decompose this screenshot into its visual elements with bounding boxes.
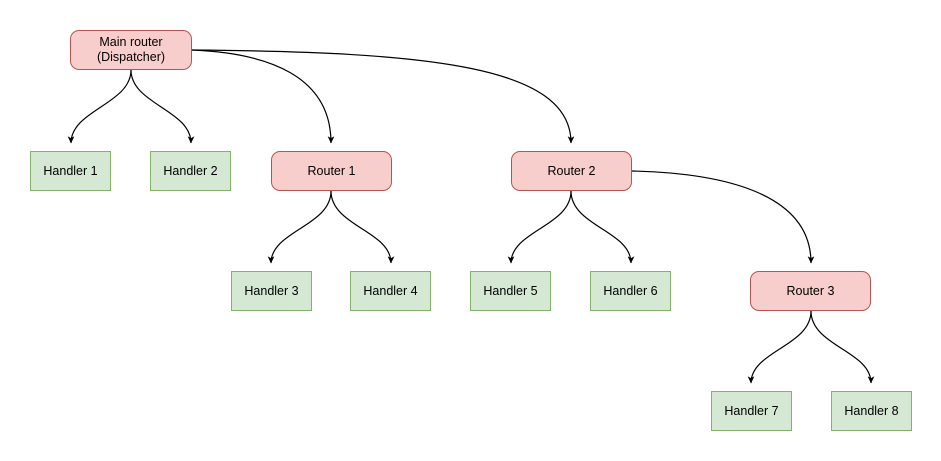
edge-main-router-to-handler-2 (130, 69, 195, 144)
edge-main-router-to-router-2 (191, 49, 575, 144)
edge-router-1-to-handler-3 (267, 190, 332, 264)
node-handler-3[interactable]: Handler 3 (231, 271, 312, 311)
node-main-router[interactable]: Main router (Dispatcher) (70, 30, 192, 70)
edge-router-2-to-router-3 (631, 170, 815, 264)
node-handler-2[interactable]: Handler 2 (150, 151, 231, 191)
node-router-2[interactable]: Router 2 (511, 151, 632, 191)
edge-router-1-to-handler-4 (330, 190, 395, 264)
edge-router-3-to-handler-8 (810, 310, 875, 384)
edge-main-router-to-handler-1 (67, 69, 132, 144)
edge-main-router-to-router-1 (191, 49, 335, 144)
node-handler-7[interactable]: Handler 7 (711, 391, 792, 431)
node-handler-4[interactable]: Handler 4 (350, 271, 431, 311)
node-handler-8[interactable]: Handler 8 (831, 391, 912, 431)
node-handler-6[interactable]: Handler 6 (590, 271, 671, 311)
node-router-1[interactable]: Router 1 (271, 151, 392, 191)
edge-router-3-to-handler-7 (747, 310, 812, 384)
edge-router-2-to-handler-5 (507, 190, 572, 264)
edge-router-2-to-handler-6 (570, 190, 635, 264)
node-router-3[interactable]: Router 3 (750, 271, 871, 311)
node-handler-5[interactable]: Handler 5 (470, 271, 551, 311)
node-handler-1[interactable]: Handler 1 (30, 151, 111, 191)
